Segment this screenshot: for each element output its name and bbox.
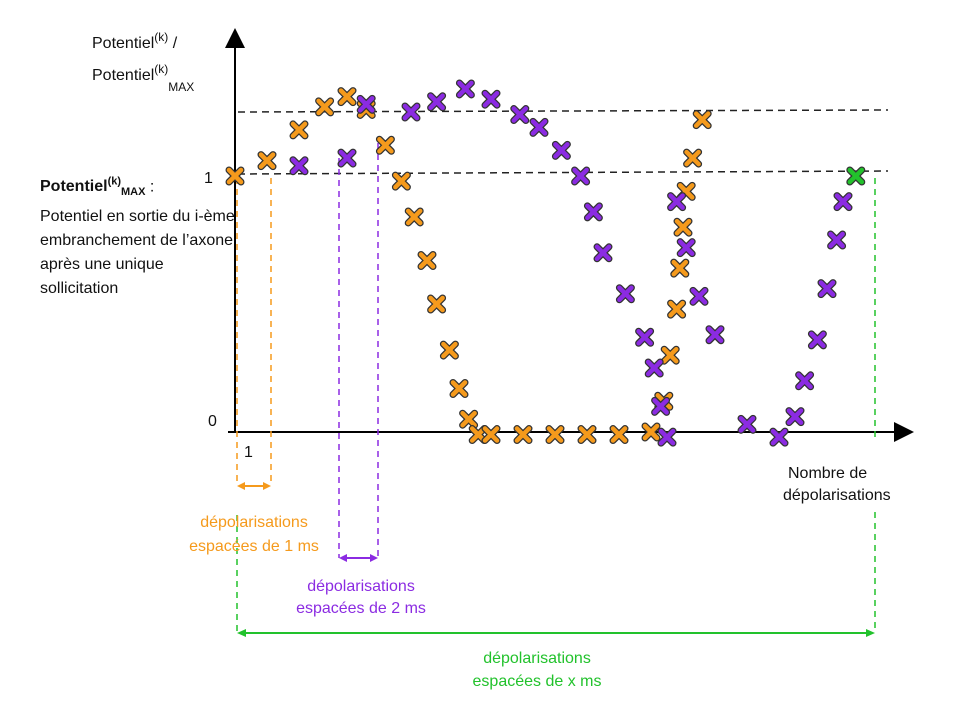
purple-annotation-line-1: dépolarisations: [307, 578, 415, 595]
data-marks: [225, 79, 866, 447]
purple-point: [676, 238, 696, 258]
orange-point: [439, 340, 459, 360]
purple-point: [737, 414, 757, 434]
orange-point: [337, 87, 357, 107]
purple-point: [667, 192, 687, 212]
purple-point: [651, 396, 671, 416]
orange-point: [577, 425, 597, 445]
orange-point: [481, 425, 501, 445]
purple-point: [769, 427, 789, 447]
orange-annotation-line-1: dépolarisations: [200, 514, 308, 531]
purple-point: [529, 117, 549, 137]
purple-arrow-head-left: [339, 554, 347, 562]
purple-point: [551, 140, 571, 160]
orange-point: [683, 148, 703, 168]
orange-point: [427, 294, 447, 314]
y-axis-title-line-2: Potentiel(k)MAX: [92, 62, 194, 94]
orange-point: [391, 171, 411, 191]
purple-point: [689, 286, 709, 306]
purple-point: [644, 358, 664, 378]
purple-point: [510, 105, 530, 125]
orange-point: [545, 425, 565, 445]
purple-point: [571, 166, 591, 186]
green-arrow-head-left: [237, 629, 246, 637]
y-axis-title-line-1: Potentiel(k) /: [92, 30, 178, 52]
orange-point: [375, 135, 395, 155]
orange-point: [459, 409, 479, 429]
orange-point: [692, 110, 712, 130]
orange-point: [417, 250, 437, 270]
orange-arrow-head-left: [237, 482, 245, 490]
purple-point: [827, 230, 847, 250]
y-tick-label-0: 0: [208, 413, 217, 430]
definition-note: Potentiel(k)MAX : Potentiel en sortie du…: [40, 176, 235, 297]
purple-point: [583, 202, 603, 222]
purple-point: [817, 279, 837, 299]
x-tick-label-1: 1: [244, 444, 253, 461]
orange-point: [225, 166, 245, 186]
purple-point: [401, 102, 421, 122]
purple-point: [356, 94, 376, 114]
purple-arrow-head-right: [370, 554, 378, 562]
purple-point: [593, 243, 613, 263]
green-arrow-head-right: [866, 629, 875, 637]
reference-line-one: [237, 170, 889, 175]
orange-point: [673, 217, 693, 237]
orange-annotation-line-2: espacées de 1 ms: [189, 538, 319, 555]
orange-point: [257, 151, 277, 171]
purple-point: [337, 148, 357, 168]
orange-point: [315, 97, 335, 117]
green-annotation-line-1: dépolarisations: [483, 650, 591, 667]
green-point: [846, 166, 866, 186]
x-axis-title-line-1: Nombre de: [788, 465, 867, 482]
orange-point: [449, 378, 469, 398]
purple-point: [635, 327, 655, 347]
orange-arrow-head-right: [263, 482, 271, 490]
y-tick-label-1: 1: [204, 170, 213, 187]
orange-point: [513, 425, 533, 445]
orange-point: [404, 207, 424, 227]
purple-point: [289, 156, 309, 176]
purple-point: [785, 407, 805, 427]
orange-point: [660, 345, 680, 365]
green-annotation-line-2: espacées de x ms: [473, 673, 602, 690]
purple-point: [615, 284, 635, 304]
definition-text: Potentiel en sortie du i-ème embrancheme…: [40, 207, 235, 297]
purple-point: [705, 325, 725, 345]
purple-annotation-line-2: espacées de 2 ms: [296, 600, 426, 617]
purple-point: [657, 427, 677, 447]
purple-point: [427, 92, 447, 112]
purple-point: [455, 79, 475, 99]
reference-line-max: [237, 109, 889, 113]
orange-point: [641, 422, 661, 442]
orange-point: [670, 258, 690, 278]
purple-point: [795, 371, 815, 391]
orange-point: [667, 299, 687, 319]
orange-point: [289, 120, 309, 140]
purple-point: [807, 330, 827, 350]
purple-point: [833, 192, 853, 212]
definition-term: Potentiel(k)MAX: [40, 176, 146, 199]
orange-point: [609, 425, 629, 445]
x-axis-title-line-2: dépolarisations: [783, 487, 891, 504]
purple-point: [481, 89, 501, 109]
